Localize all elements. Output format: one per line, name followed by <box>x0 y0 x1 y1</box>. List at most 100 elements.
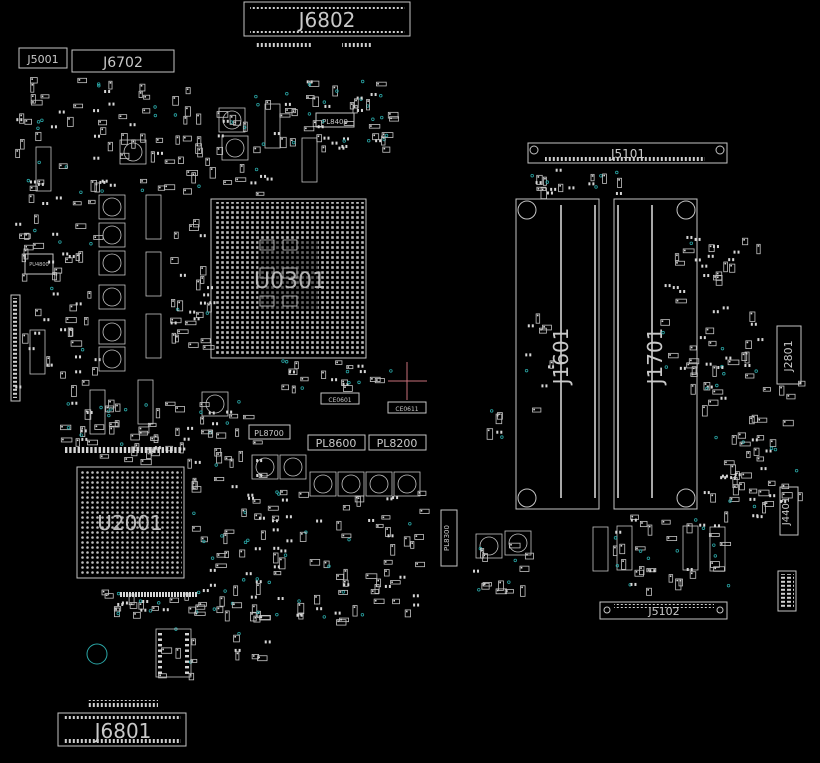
smd-pad[interactable] <box>292 110 295 112</box>
smd-pad[interactable] <box>97 134 100 138</box>
smd-component[interactable] <box>786 393 796 400</box>
smd-component[interactable] <box>177 300 184 312</box>
smd-pad[interactable] <box>716 276 719 279</box>
smd-pad[interactable] <box>250 181 253 185</box>
smd-component[interactable] <box>779 385 785 396</box>
smd-pad[interactable] <box>257 584 259 586</box>
smd-pad[interactable] <box>147 448 149 451</box>
smd-component[interactable] <box>19 113 25 124</box>
smd-pad[interactable] <box>277 565 280 569</box>
smd-pad[interactable] <box>256 473 259 477</box>
smd-pad[interactable] <box>757 338 760 342</box>
smd-pad[interactable] <box>273 516 275 519</box>
smd-component[interactable] <box>104 593 114 599</box>
smd-component[interactable] <box>719 541 732 546</box>
smd-pad[interactable] <box>170 598 173 601</box>
smd-pad[interactable] <box>345 144 348 148</box>
smd-component[interactable] <box>271 515 280 521</box>
smd-pad[interactable] <box>162 592 164 597</box>
smd-component[interactable] <box>762 502 766 514</box>
smd-pad[interactable] <box>679 289 682 293</box>
smd-pad[interactable] <box>119 447 122 453</box>
smd-pad[interactable] <box>746 341 749 344</box>
smd-component[interactable] <box>259 267 275 279</box>
smd-pad[interactable] <box>764 388 766 391</box>
smd-component[interactable] <box>21 273 28 282</box>
smd-pad[interactable] <box>526 553 528 556</box>
smd-pad[interactable] <box>392 496 395 500</box>
smd-component[interactable] <box>316 134 322 143</box>
smd-component[interactable] <box>30 94 36 104</box>
smd-pad[interactable] <box>270 177 273 181</box>
smd-pad[interactable] <box>379 139 382 143</box>
connector-j5101[interactable]: J5101 <box>527 142 728 164</box>
smd-pad[interactable] <box>347 137 350 141</box>
smd-pad[interactable] <box>68 118 70 120</box>
smd-component[interactable] <box>114 420 120 428</box>
smd-component[interactable] <box>712 365 717 377</box>
smd-pad[interactable] <box>614 546 616 549</box>
smd-component[interactable] <box>216 146 224 155</box>
smd-component[interactable] <box>71 385 77 397</box>
smd-pad[interactable] <box>770 440 773 443</box>
smd-pad[interactable] <box>248 496 251 500</box>
smd-pad[interactable] <box>275 519 278 523</box>
smd-pad[interactable] <box>720 543 723 545</box>
smd-component[interactable] <box>196 311 204 319</box>
smd-pad[interactable] <box>396 496 399 500</box>
smd-component[interactable] <box>387 111 399 119</box>
smd-component[interactable] <box>29 185 38 191</box>
smd-component[interactable] <box>99 454 110 459</box>
smd-pad[interactable] <box>158 660 162 663</box>
smd-pad[interactable] <box>750 417 752 420</box>
smd-pad[interactable] <box>705 362 708 366</box>
smd-pad[interactable] <box>184 117 187 119</box>
smd-component[interactable] <box>756 435 765 441</box>
smd-component[interactable] <box>291 385 296 394</box>
smd-pad[interactable] <box>152 450 154 453</box>
smd-pad[interactable] <box>165 447 169 453</box>
smd-pad[interactable] <box>213 583 216 587</box>
smd-component[interactable] <box>390 580 401 585</box>
smd-pad[interactable] <box>217 607 220 610</box>
smd-pad[interactable] <box>146 599 149 603</box>
smd-pad[interactable] <box>75 370 78 374</box>
smd-pad[interactable] <box>192 173 195 176</box>
smd-component[interactable] <box>124 457 133 463</box>
smd-pad[interactable] <box>62 110 65 114</box>
smd-component[interactable] <box>140 133 146 143</box>
smd-component[interactable] <box>72 201 82 206</box>
smd-pad[interactable] <box>185 660 189 663</box>
smd-pad[interactable] <box>382 516 385 519</box>
smd-component[interactable] <box>758 489 770 497</box>
smd-pad[interactable] <box>359 370 362 374</box>
smd-component[interactable] <box>143 94 151 100</box>
smd-pad[interactable] <box>746 374 748 377</box>
smd-pad[interactable] <box>701 264 704 268</box>
smd-pad[interactable] <box>729 356 732 360</box>
smd-pad[interactable] <box>165 160 168 163</box>
smd-pad[interactable] <box>202 430 204 433</box>
smd-component[interactable] <box>690 383 696 395</box>
smd-component[interactable] <box>705 327 715 335</box>
smd-pad[interactable] <box>506 590 508 592</box>
power-inductor[interactable] <box>221 135 249 161</box>
smd-pad[interactable] <box>77 447 80 453</box>
smd-pad[interactable] <box>317 135 320 138</box>
smd-component[interactable] <box>756 243 761 255</box>
smd-pad[interactable] <box>293 386 295 389</box>
smd-pad[interactable] <box>16 150 19 152</box>
smd-pad[interactable] <box>189 607 192 610</box>
smd-pad[interactable] <box>213 301 216 305</box>
smd-pad[interactable] <box>664 284 667 288</box>
smd-pad[interactable] <box>736 472 738 475</box>
smd-pad[interactable] <box>186 107 188 110</box>
smd-pad[interactable] <box>327 136 330 140</box>
smd-component[interactable] <box>196 113 202 125</box>
smd-pad[interactable] <box>370 125 372 127</box>
smd-pad[interactable] <box>703 274 706 278</box>
smd-component[interactable] <box>22 333 29 344</box>
smd-component[interactable] <box>192 477 197 489</box>
smd-pad[interactable] <box>97 109 100 113</box>
smd-pad[interactable] <box>183 437 186 441</box>
